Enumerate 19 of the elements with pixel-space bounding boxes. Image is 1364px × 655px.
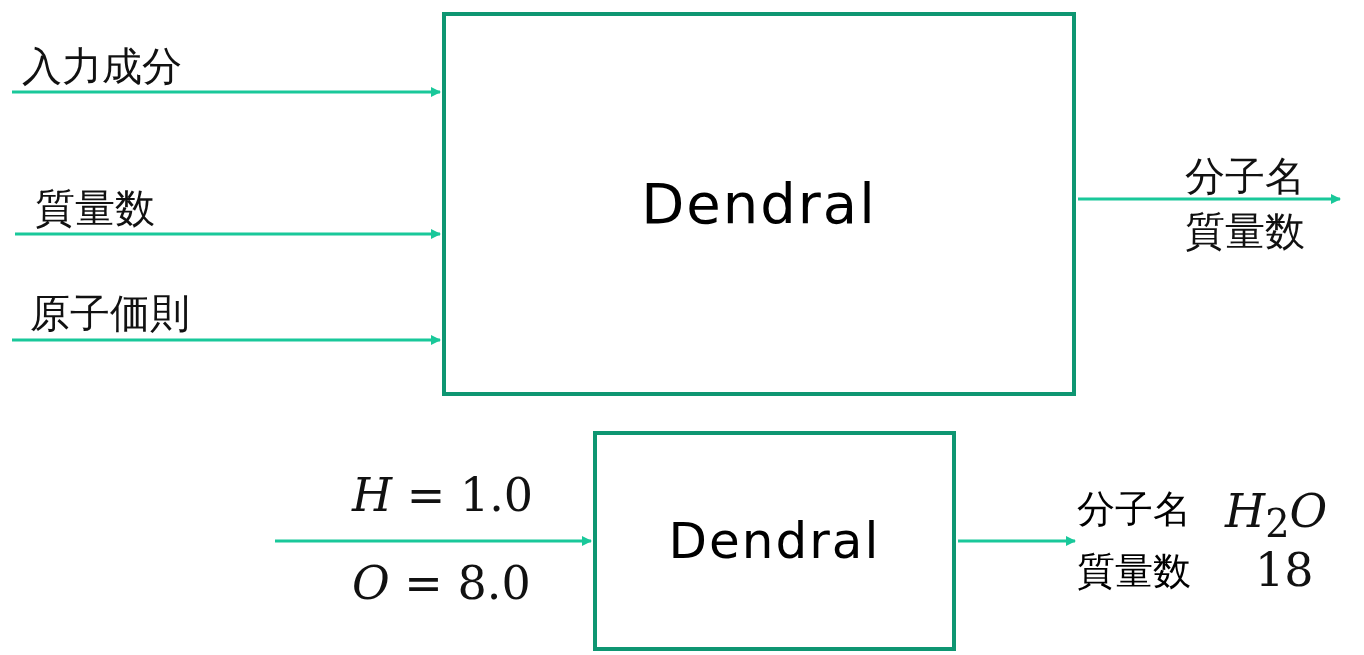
output-label: 質量数 xyxy=(1077,552,1192,590)
process-box: Dendral xyxy=(442,12,1076,396)
formula-label: H$_{2}$O xyxy=(1225,488,1328,544)
text-label: 質量数 xyxy=(1185,211,1305,251)
edge-label: 原子価則 xyxy=(30,293,190,333)
arrow xyxy=(12,335,441,345)
arrow xyxy=(12,87,441,97)
arrow xyxy=(1078,194,1341,204)
formula-label: H = 1.0 xyxy=(352,472,534,518)
arrow xyxy=(958,536,1076,546)
arrow xyxy=(275,536,592,546)
edge-label: 質量数 xyxy=(35,188,155,228)
arrow xyxy=(15,229,441,239)
process-box: Dendral xyxy=(593,431,956,651)
formula-label: O = 8.0 xyxy=(352,560,531,606)
edge-label: 入力成分 xyxy=(22,46,182,86)
output-label: 分子名 xyxy=(1077,490,1192,528)
formula-label: 18 xyxy=(1255,547,1314,593)
text-label: 分子名 xyxy=(1185,156,1305,196)
